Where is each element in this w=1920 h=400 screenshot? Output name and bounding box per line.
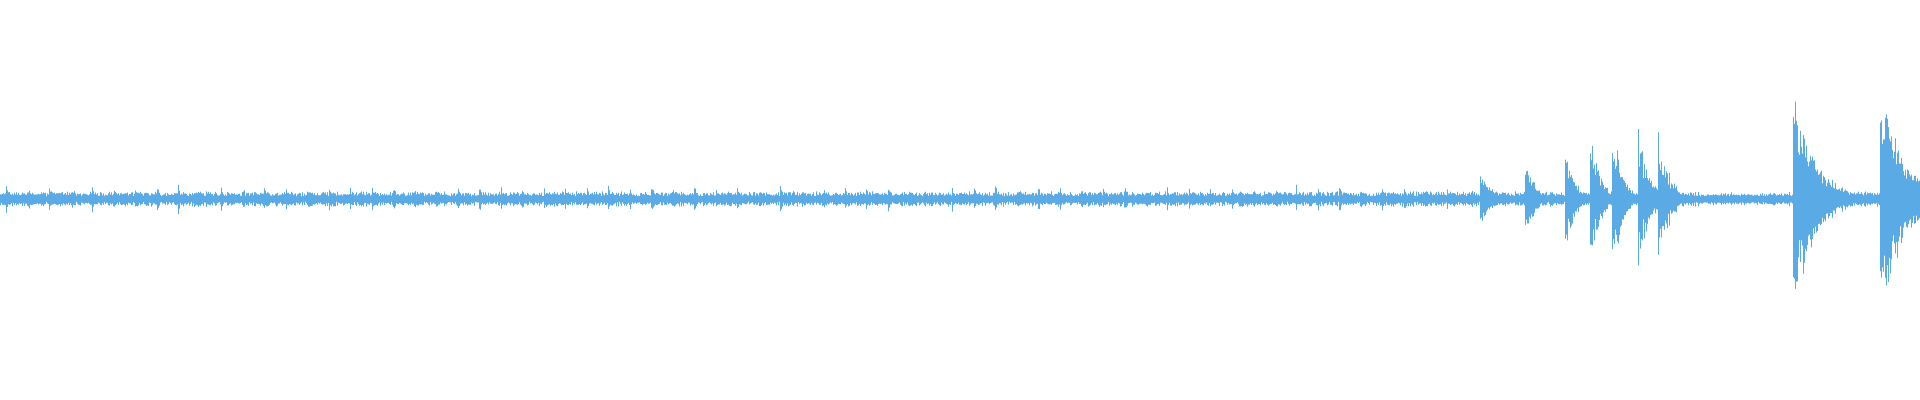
- waveform-path: [0, 101, 1920, 289]
